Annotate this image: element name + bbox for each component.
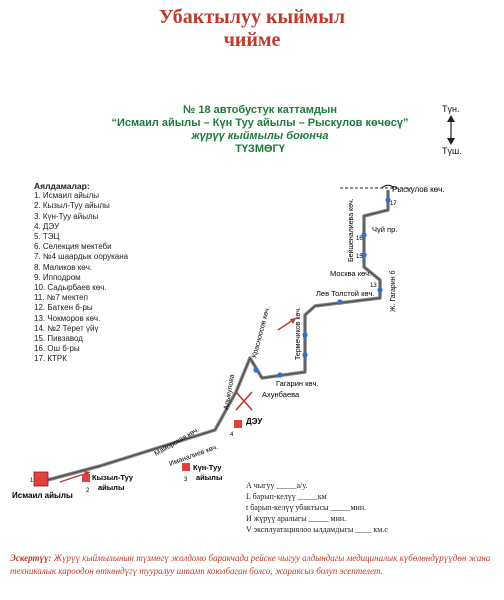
compass-arrow-icon: [447, 115, 455, 145]
stop-item: 8. Маликов көч.: [34, 262, 93, 272]
label-krasnoosov: Красноосов көч.: [251, 306, 271, 359]
route-stats: А чыгуу _____а/у. L барып-келүү _____км …: [246, 480, 388, 535]
header-line-1: № 18 автобустук каттамдын: [183, 104, 337, 116]
stop-item: 5. ТЭЦ: [34, 232, 60, 242]
stop-item: 4. ДЭУ: [34, 221, 60, 231]
route-line-inner: [39, 190, 389, 483]
stop-item: 15. Пивзавод: [34, 334, 83, 344]
stop-marker: [302, 352, 308, 358]
label-n15: 15: [356, 254, 363, 260]
stat-line-2: L барып-келүү _____км: [246, 492, 327, 501]
label-chui: Чүй пр.: [372, 225, 397, 234]
stops-heading: Аялдамалар:: [34, 181, 90, 191]
stop-marker: [377, 287, 383, 293]
stop-markers: [253, 197, 391, 378]
label-n16: 16: [356, 236, 363, 242]
compass: Түн. Түш.: [436, 104, 466, 156]
terminal-marker: [33, 471, 49, 487]
stop-marker-4: [234, 420, 242, 428]
arrow-head-icon: [290, 318, 296, 324]
label-termechikov: Термечиков көч.: [295, 307, 302, 360]
label-gagarin-b: Ж. Гагарин б: [389, 270, 397, 312]
header-line-3: жүрүү кыймылы боюнча: [191, 130, 329, 142]
stop-marker: [302, 332, 308, 338]
stop-marker: [337, 299, 343, 305]
stat-line-4: И жүрүү аралыгы _____ мин.: [246, 514, 347, 523]
note-label: Эскертүү:: [10, 553, 52, 563]
note-text: Жүрүү кыймылынын түзмөгү жолдомо баракча…: [10, 553, 491, 576]
stop-item: 12. Баткен б-ры: [34, 303, 93, 313]
closure-cross-icon: [235, 391, 253, 411]
stat-line-5: V эксплуатациялоо ылдамдыгы ____ км.с: [246, 525, 388, 534]
compass-south: Түш.: [442, 146, 462, 156]
stop-item: 13. Чокморов көч.: [34, 313, 101, 323]
title-line-1: Убактылуу кыймыл: [158, 6, 346, 28]
stop-marker: [253, 367, 259, 373]
turnaround-loop: [381, 184, 395, 189]
stop-item: 11. №7 мектеп: [34, 293, 88, 303]
label-tolstoy: Лев Толстой көч.: [316, 289, 375, 298]
label-n3: 3: [184, 477, 188, 483]
stop-marker-2: [82, 474, 90, 482]
stop-marker: [277, 372, 283, 378]
label-gagarin: Гагарин көч.: [276, 379, 319, 388]
stop-item: 9. Ипподром: [34, 272, 81, 282]
label-moskva: Москва көч.: [330, 269, 371, 278]
stop-marker: [361, 252, 367, 258]
route-line: [39, 190, 390, 484]
stat-line-3: t барып-келүү убактысы _____мин.: [246, 503, 367, 512]
stat-line-1: А чыгуу _____а/у.: [246, 481, 308, 490]
label-n13: 13: [370, 283, 377, 289]
stop-item: 10. Садырбаев көч.: [34, 283, 107, 293]
stop-item: 7. №4 шаардык оорукана: [34, 252, 129, 262]
compass-north: Түн.: [442, 104, 460, 114]
label-n17: 17: [390, 201, 397, 207]
header-line-2: “Исмаил айылы – Күн Туу айылы – Рыскулов…: [111, 117, 409, 129]
stop-marker: [361, 232, 367, 238]
stop-item: 3. Күн-Туу айылы: [34, 211, 99, 221]
header-line-4: ТҮЗМӨГҮ: [235, 143, 285, 155]
stop-item: 2. Кызыл-Туу айылы: [34, 201, 110, 211]
title-line-2: чийме: [223, 29, 281, 51]
label-ryskulov: Рыскулов көч.: [392, 185, 445, 194]
label-deu: ДЭУ: [246, 417, 263, 426]
page-title: Убактылуу кыймыл чийме: [0, 6, 504, 52]
stop-item: 6. Селекция мектеби: [34, 242, 112, 252]
direction-arrow-icon: [59, 471, 91, 483]
label-n2: 2: [86, 488, 90, 494]
stop-item: 1. Исмаил айылы: [34, 191, 100, 201]
label-ismail: Исмаил айылы: [12, 491, 73, 500]
stop-item: 16. Ош б-ры: [34, 344, 80, 354]
label-kun-tuu-2: айылы: [196, 473, 222, 482]
label-n1: 1: [30, 478, 34, 484]
stop-marker: [385, 197, 391, 203]
label-kyzyl-tuu-2: айылы: [98, 483, 124, 492]
footnote: Эскертүү: Жүрүү кыймылынын түзмөгү жолдо…: [10, 552, 496, 578]
stop-item: 14. №2 Терет үйү: [34, 323, 99, 333]
label-n4: 4: [230, 432, 234, 438]
stop-marker-3: [182, 463, 190, 471]
label-beishenalieva: Бейшеналиева көч.: [347, 198, 355, 262]
label-kun-tuu-1: Күн-Туу: [193, 463, 222, 472]
stop-item: 17. КТРК: [34, 354, 67, 364]
route-header: № 18 автобустук каттамдын “Исмаил айылы …: [70, 104, 450, 156]
label-kyzyl-tuu-1: Кызыл-Туу: [92, 473, 134, 482]
label-akhunbaeva: Ахунбаева: [262, 390, 300, 399]
